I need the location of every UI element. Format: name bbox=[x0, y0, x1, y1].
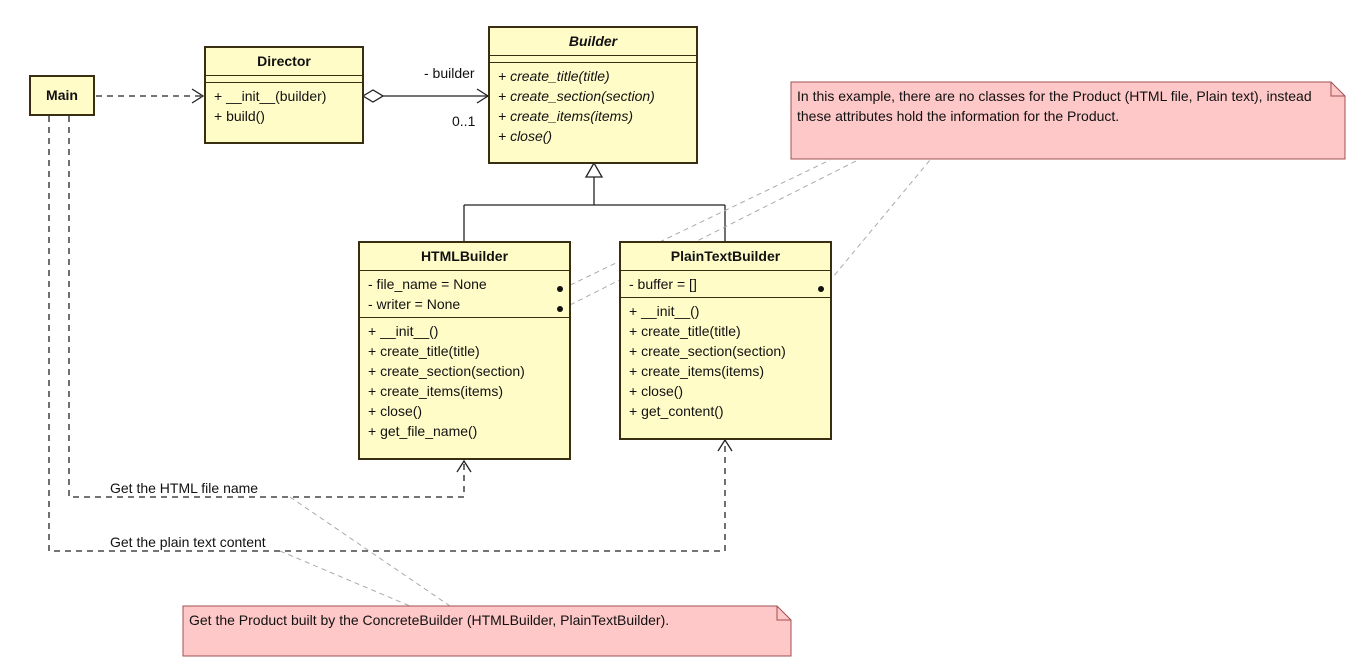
note-product-attributes[interactable]: In this example, there are no classes fo… bbox=[791, 82, 1331, 159]
class-director-methods: + __init__(builder) + build() bbox=[206, 83, 362, 129]
dependency-label-plain: Get the plain text content bbox=[110, 534, 266, 550]
method: + create_title(title) bbox=[498, 68, 610, 84]
director-builder-aggregation bbox=[361, 88, 490, 104]
method: + create_items(items) bbox=[498, 108, 633, 124]
method: + create_items(items) bbox=[629, 363, 764, 379]
method: + close() bbox=[368, 403, 423, 419]
method: + __init__() bbox=[629, 303, 700, 319]
method: + close() bbox=[629, 383, 684, 399]
method: + get_file_name() bbox=[368, 423, 478, 439]
class-htmlbuilder[interactable]: HTMLBuilder - file_name = None - writer … bbox=[358, 241, 571, 460]
class-plaintextbuilder-name: PlainTextBuilder bbox=[621, 243, 830, 271]
main-plaintextbuilder-dependency bbox=[48, 116, 733, 552]
class-director-name: Director bbox=[206, 48, 362, 76]
method: + __init__() bbox=[368, 323, 439, 339]
class-builder[interactable]: Builder + create_title(title) + create_s… bbox=[488, 26, 698, 164]
note-product-built[interactable]: Get the Product built by the ConcreteBui… bbox=[183, 606, 777, 656]
method: + create_section(section) bbox=[498, 88, 655, 104]
builder-generalization bbox=[463, 161, 726, 242]
class-director[interactable]: Director + __init__(builder) + build() bbox=[204, 46, 364, 144]
note-product-built-text: Get the Product built by the ConcreteBui… bbox=[189, 612, 670, 628]
method: + build() bbox=[214, 108, 265, 124]
attribute: - file_name = None bbox=[368, 276, 487, 292]
method: + close() bbox=[498, 128, 553, 144]
class-director-attributes bbox=[206, 76, 362, 83]
method: + create_section(section) bbox=[368, 363, 525, 379]
note-anchor-dot bbox=[557, 286, 563, 292]
class-htmlbuilder-name: HTMLBuilder bbox=[360, 243, 569, 271]
class-builder-name: Builder bbox=[490, 28, 696, 56]
main-director-dependency bbox=[96, 88, 205, 104]
association-role-label: - builder bbox=[424, 65, 475, 81]
class-builder-attributes bbox=[490, 56, 696, 63]
class-builder-methods: + create_title(title) + create_section(s… bbox=[490, 63, 696, 149]
main-htmlbuilder-dependency bbox=[68, 116, 472, 498]
class-plaintextbuilder[interactable]: PlainTextBuilder - buffer = [] + __init_… bbox=[619, 241, 832, 440]
method: + get_content() bbox=[629, 403, 724, 419]
class-main[interactable]: Main bbox=[29, 75, 95, 116]
class-htmlbuilder-attributes: - file_name = None - writer = None bbox=[360, 271, 569, 318]
note-anchor-dot bbox=[818, 286, 824, 292]
class-plaintextbuilder-methods: + __init__() + create_title(title) + cre… bbox=[621, 298, 830, 424]
method: + __init__(builder) bbox=[214, 88, 327, 104]
attribute: - writer = None bbox=[368, 296, 461, 312]
method: + create_items(items) bbox=[368, 383, 503, 399]
note-shapes bbox=[182, 81, 1346, 657]
association-multiplicity-label: 0..1 bbox=[452, 113, 476, 129]
attribute: - buffer = [] bbox=[629, 276, 697, 292]
class-plaintextbuilder-attributes: - buffer = [] bbox=[621, 271, 830, 298]
method: + create_section(section) bbox=[629, 343, 786, 359]
class-main-name: Main bbox=[46, 87, 78, 103]
class-htmlbuilder-methods: + __init__() + create_title(title) + cre… bbox=[360, 318, 569, 444]
dependency-label-html: Get the HTML file name bbox=[110, 480, 259, 496]
note-anchor-dot bbox=[557, 306, 563, 312]
method: + create_title(title) bbox=[368, 343, 480, 359]
note-links bbox=[279, 159, 931, 607]
note-product-attributes-text: In this example, there are no classes fo… bbox=[797, 88, 1312, 124]
method: + create_title(title) bbox=[629, 323, 741, 339]
